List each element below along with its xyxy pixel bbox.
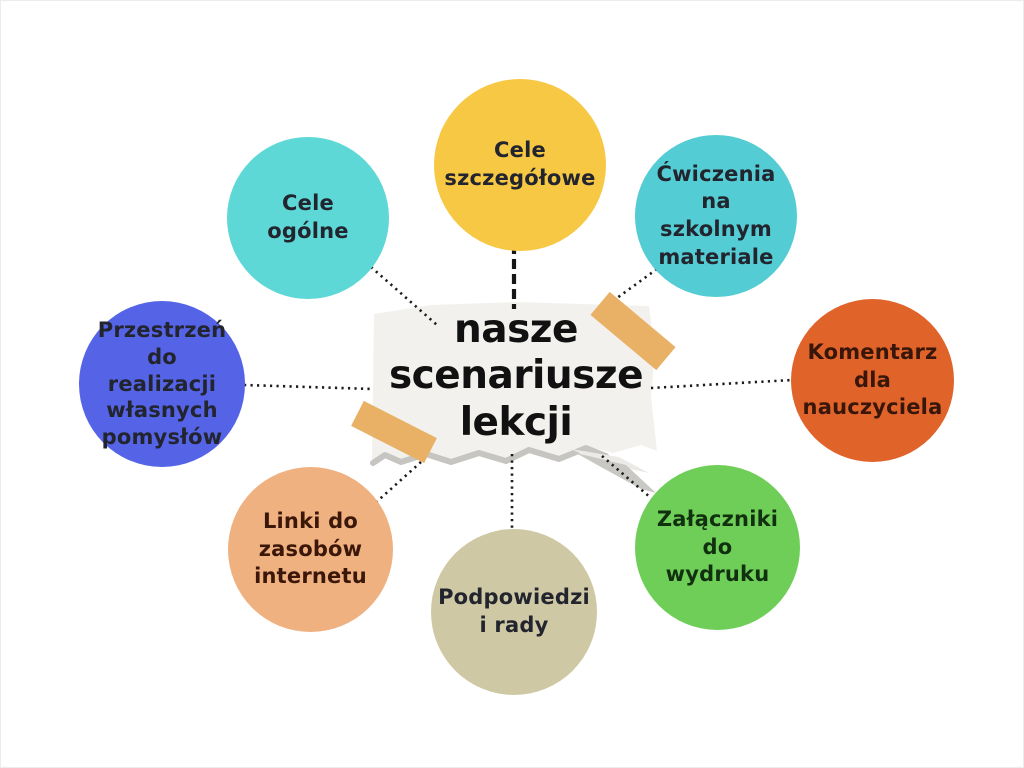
torn-curl-gray xyxy=(576,453,656,493)
node-label: Komentarz dla nauczyciela xyxy=(802,339,943,420)
tape-bottom-left xyxy=(351,400,437,464)
torn-curl-light xyxy=(571,449,649,473)
tape-top-right xyxy=(590,291,676,371)
node-label: Załączniki do wydruku xyxy=(656,506,779,587)
connector-right xyxy=(650,378,793,390)
paper-shape xyxy=(372,302,657,462)
connector-top-left xyxy=(370,266,438,326)
node-podpowiedzi-i-rady: Podpowiedzi i rady xyxy=(431,529,597,695)
node-label: Cele ogólne xyxy=(267,191,349,243)
node-label: Podpowiedzi i rady xyxy=(438,585,590,637)
torn-paper-note xyxy=(370,302,657,493)
connector-left xyxy=(243,383,374,391)
node-cwiczenia-na-szkolnym-materiale: Ćwiczenia na szkolnym materiale xyxy=(635,135,797,297)
node-label: Przestrzeń do realizacji własnych pomysł… xyxy=(97,317,227,450)
node-cele-szczegolowe: Cele szczegółowe xyxy=(434,79,606,251)
node-linki-do-zasobow: Linki do zasobów internetu xyxy=(228,467,393,632)
node-label: Linki do zasobów internetu xyxy=(254,508,367,589)
node-label: Cele szczegółowe xyxy=(444,138,596,190)
node-label: Ćwiczenia na szkolnym materiale xyxy=(656,161,776,269)
center-title: nasze scenariusze lekcji xyxy=(388,307,644,445)
node-komentarz-dla-nauczyciela: Komentarz dla nauczyciela xyxy=(791,299,954,462)
node-zalaczniki-do-wydruku: Załączniki do wydruku xyxy=(635,465,800,630)
node-przestrzen-do-realizacji: Przestrzeń do realizacji własnych pomysł… xyxy=(79,301,245,467)
torn-edge-shadow xyxy=(370,445,609,466)
tape-strips xyxy=(351,291,676,464)
node-cele-ogolne: Cele ogólne xyxy=(227,137,389,299)
